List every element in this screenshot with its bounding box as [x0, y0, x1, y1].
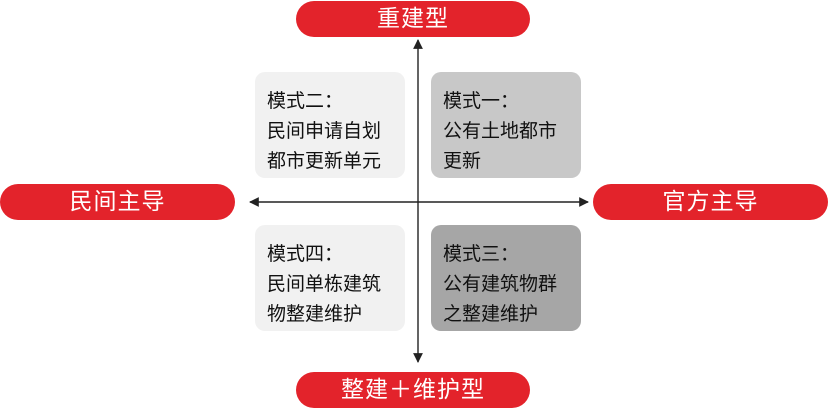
quadrant-body: 民间申请自划 都市更新单元	[267, 120, 382, 172]
quadrant-box-top-left: 模式二： 民间申请自划 都市更新单元	[255, 72, 405, 178]
axis-label-left: 民间主导	[0, 184, 235, 220]
quadrant-title: 模式三：	[443, 243, 520, 265]
quadrant-body: 公有建筑物群 之整建维护	[443, 273, 558, 325]
quadrant-body: 公有土地都市 更新	[443, 120, 558, 172]
axis-label-top: 重建型	[296, 1, 530, 37]
quadrant-body: 民间单栋建筑 物整建维护	[267, 273, 382, 325]
axis-label-right: 官方主导	[593, 184, 828, 220]
quadrant-box-bottom-left: 模式四： 民间单栋建筑 物整建维护	[255, 225, 405, 331]
quadrant-box-top-right: 模式一： 公有土地都市 更新	[431, 72, 581, 178]
quadrant-title: 模式四：	[267, 243, 344, 265]
quadrant-box-bottom-right: 模式三： 公有建筑物群 之整建维护	[431, 225, 581, 331]
axis-label-bottom: 整建＋维护型	[296, 372, 530, 408]
quadrant-title: 模式一：	[443, 90, 520, 112]
quadrant-title: 模式二：	[267, 90, 344, 112]
